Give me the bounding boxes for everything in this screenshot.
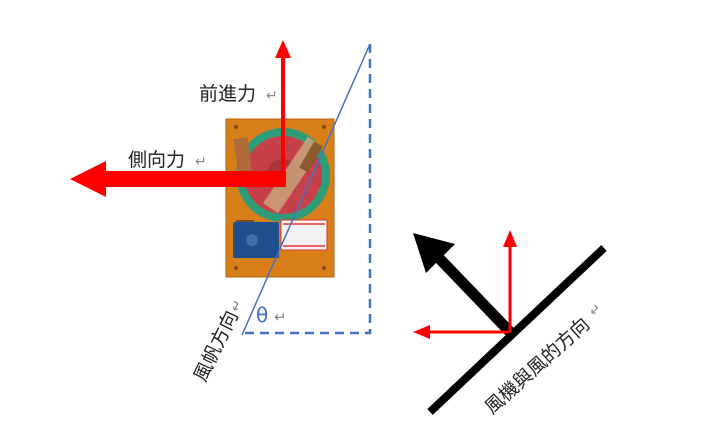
theta-label: θ <box>256 303 268 327</box>
robot-board-photo <box>225 118 335 278</box>
sail-direction-line <box>241 43 371 336</box>
side-force-label: 側向力 <box>128 149 185 171</box>
side-force-arrow <box>70 161 286 197</box>
vertical-component-arrow <box>503 230 517 332</box>
fan-wind-direction-label: 風機與風的方向 <box>481 313 595 418</box>
forward-force-arrow <box>275 40 291 185</box>
wind-direction-arrow <box>413 233 514 336</box>
horizontal-component-arrow <box>413 325 510 339</box>
sail-direction-label: 風帆方向 <box>190 307 243 385</box>
return-mark-icon: ↵ <box>195 154 207 170</box>
fan-bar <box>427 245 607 415</box>
return-mark-icon: ↵ <box>266 88 278 104</box>
return-mark-icon: ↵ <box>274 308 287 326</box>
forward-force-label: 前進力 <box>199 83 256 105</box>
return-mark-icon: ↵ <box>586 300 605 320</box>
dashed-guide <box>242 44 372 335</box>
